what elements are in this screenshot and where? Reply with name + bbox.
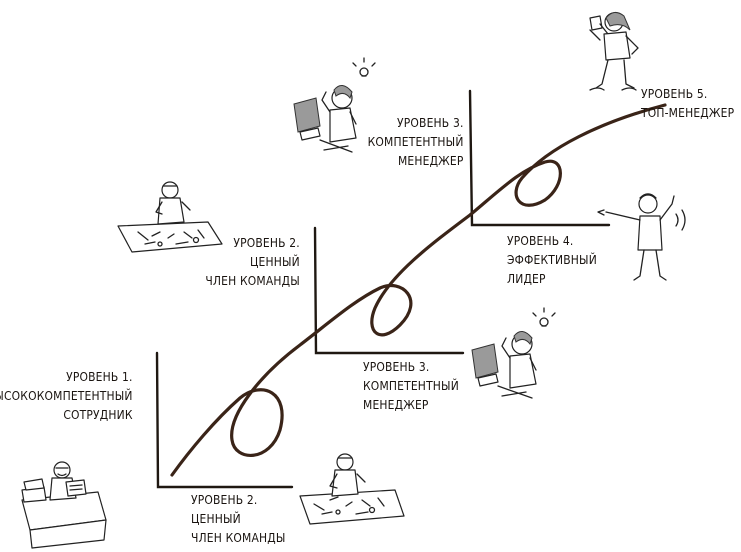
label-level3-bottom: УРОВЕНЬ 3. КОМПЕТЕНТНЫЙ МЕНЕДЖЕР <box>363 357 459 414</box>
label-line: СОТРУДНИК <box>63 407 133 422</box>
label-line: УРОВЕНЬ 2. <box>191 492 258 507</box>
growth-curve <box>170 103 667 477</box>
label-level3-left: УРОВЕНЬ 3. КОМПЕТЕНТНЫЙ МЕНЕДЖЕР <box>368 113 464 170</box>
axis-level3 <box>468 89 611 227</box>
label-line: ТОП-МЕНЕДЖЕР <box>641 105 735 120</box>
label-line: ЛИДЕР <box>507 271 546 286</box>
manager-at-computer-icon <box>293 57 376 153</box>
top-manager-drinking-icon <box>589 12 639 91</box>
label-line: ЦЕННЫЙ <box>191 511 241 526</box>
label-line: УРОВЕНЬ 5. <box>641 86 708 101</box>
label-line: ЧЛЕН КОМАНДЫ <box>205 273 300 288</box>
label-line: УРОВЕНЬ 2. <box>233 235 300 250</box>
label-line: УРОВЕНЬ 3. <box>363 359 430 374</box>
label-line: УРОВЕНЬ 1. <box>66 369 133 384</box>
craftsman-with-tools-icon-2 <box>299 453 405 525</box>
label-line: ЦЕННЫЙ <box>250 254 300 269</box>
label-line: УРОВЕНЬ 3. <box>397 115 464 130</box>
label-level4-bottom: УРОВЕНЬ 4. ЭФФЕКТИВНЫЙ ЛИДЕР <box>507 231 597 288</box>
label-level2-bottom: УРОВЕНЬ 2. ЦЕННЫЙ ЧЛЕН КОМАНДЫ <box>191 490 286 547</box>
manager-at-computer-icon-2 <box>471 307 556 399</box>
worker-at-desk-icon <box>21 461 107 549</box>
label-level1-left: УРОВЕНЬ 1. ВЫСОКОКОМПЕТЕНТНЫЙ СОТРУДНИК <box>0 367 133 424</box>
axis-level2 <box>313 226 465 355</box>
leader-pointing-icon <box>597 193 686 281</box>
axis-level1 <box>155 351 294 489</box>
label-level5-top: УРОВЕНЬ 5. ТОП-МЕНЕДЖЕР <box>641 84 734 122</box>
label-line: ЭФФЕКТИВНЫЙ <box>507 252 597 267</box>
label-level2-left: УРОВЕНЬ 2. ЦЕННЫЙ ЧЛЕН КОМАНДЫ <box>205 233 300 290</box>
label-line: ЧЛЕН КОМАНДЫ <box>191 530 286 545</box>
label-line: МЕНЕДЖЕР <box>398 153 464 168</box>
label-line: КОМПЕТЕНТНЫЙ <box>368 134 464 149</box>
label-line: УРОВЕНЬ 4. <box>507 233 574 248</box>
label-line: КОМПЕТЕНТНЫЙ <box>363 378 459 393</box>
label-line: ВЫСОКОКОМПЕТЕНТНЫЙ <box>0 388 133 403</box>
label-line: МЕНЕДЖЕР <box>363 397 429 412</box>
craftsman-with-tools-icon <box>117 181 223 253</box>
